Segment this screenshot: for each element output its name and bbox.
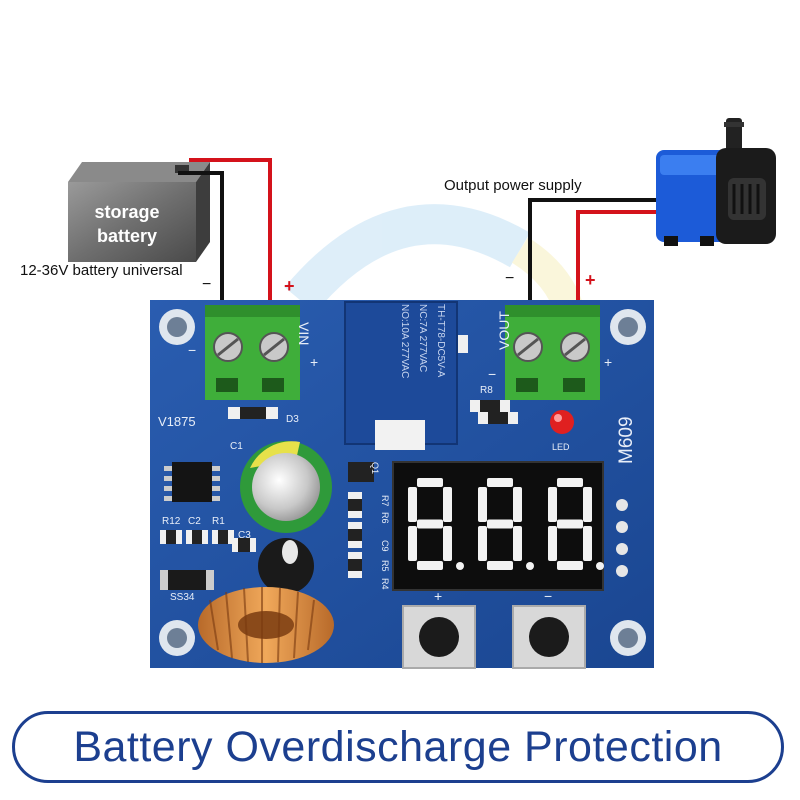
digit-2-segment-d: [557, 561, 583, 570]
smd-components: [160, 400, 518, 578]
digit-2-segment-a: [557, 478, 583, 487]
digit-2-decimal-point: [596, 562, 604, 570]
digit-1-segment-e: [478, 526, 487, 561]
banner-title: Battery Overdischarge Protection: [73, 722, 723, 771]
toroid-coil: [198, 587, 334, 663]
silk-c9: C9: [380, 540, 390, 552]
digit-1-segment-c: [513, 526, 522, 561]
output-caption: Output power supply: [444, 177, 582, 194]
silk-r4: R4: [380, 578, 390, 590]
output-wires: [528, 198, 656, 300]
digit-1-segment-b: [513, 487, 522, 522]
output-minus-sign: −: [505, 270, 515, 287]
board-left-plus: +: [310, 354, 319, 370]
digit-1-decimal-point: [526, 562, 534, 570]
silk-r12: R12: [162, 516, 181, 527]
silk-c1: C1: [230, 441, 243, 452]
battery-label: storage battery: [68, 200, 186, 248]
title-banner: Battery Overdischarge Protection: [12, 711, 784, 783]
led: [550, 410, 574, 434]
minus-push-button[interactable]: [512, 605, 586, 669]
digit-0-decimal-point: [456, 562, 464, 570]
input-terminal-block: [205, 305, 300, 400]
digit-0-segment-c: [443, 526, 452, 561]
output-plus-sign: +: [585, 270, 596, 290]
battery-plus-sign: +: [284, 276, 295, 296]
display-segments: [408, 478, 604, 570]
seven-segment-display: [392, 461, 604, 591]
digit-0-segment-e: [408, 526, 417, 561]
model-label: V1875: [158, 414, 196, 429]
digit-1-segment-d: [487, 561, 513, 570]
vin-label: VIN: [296, 322, 312, 346]
silk-c2: C2: [188, 516, 201, 527]
digit-2-segment-f: [548, 487, 557, 522]
button-plus-label: +: [434, 588, 443, 604]
digit-2-segment-e: [548, 526, 557, 561]
button-minus-label: −: [544, 588, 553, 604]
storage-battery: [68, 162, 210, 262]
output-terminal-block: [505, 305, 600, 400]
digit-0-segment-b: [443, 487, 452, 522]
silk-r6: R6: [380, 512, 390, 524]
header-pins: [616, 499, 628, 577]
plus-push-button[interactable]: [402, 605, 476, 669]
digit-0-segment-g: [417, 519, 443, 529]
digit-0-segment-a: [417, 478, 443, 487]
silk-r1: R1: [212, 516, 225, 527]
silk-r8: R8: [480, 385, 493, 396]
silk-led: LED: [552, 442, 570, 452]
silk-r7: R7: [380, 495, 390, 507]
pcb-board: [150, 300, 654, 669]
relay-text-line-1: NO:10A 277VAC: [399, 304, 410, 379]
digit-1-segment-f: [478, 487, 487, 522]
battery-caption: 12-36V battery universal: [20, 262, 183, 279]
digit-0-segment-f: [408, 487, 417, 522]
relay-text-line-2: NC:7A 277VAC: [417, 304, 428, 373]
battery-wires: [178, 158, 272, 300]
vout-label: VOUT: [496, 311, 512, 350]
board-right-plus: +: [604, 354, 613, 370]
mounting-hole: [159, 309, 646, 656]
board-left-minus: −: [188, 342, 197, 358]
silk-ss34: SS34: [170, 592, 195, 603]
battery-label-line1: storage: [94, 202, 160, 222]
board-id: M609: [616, 416, 637, 464]
water-pump: [656, 118, 776, 246]
digit-2-segment-b: [583, 487, 592, 522]
digit-0-segment-d: [417, 561, 443, 570]
relay: [344, 301, 468, 450]
ss34-diode: [160, 570, 214, 590]
digit-2-segment-c: [583, 526, 592, 561]
capacitor: [240, 441, 332, 533]
silk-c3: C3: [238, 530, 251, 541]
relay-text-line-3: TH-T78-DC5V-A: [435, 304, 446, 378]
board-right-minus: −: [488, 366, 497, 382]
ic-chip: [164, 462, 220, 502]
digit-1-segment-a: [487, 478, 513, 487]
battery-minus-sign: −: [202, 276, 212, 293]
battery-label-line2: battery: [96, 226, 158, 246]
silk-q1: Q1: [370, 462, 380, 475]
silk-r5: R5: [380, 560, 390, 572]
digit-2-segment-g: [557, 519, 583, 529]
silk-d3: D3: [286, 414, 299, 425]
transistor: [258, 538, 314, 594]
digit-1-segment-g: [487, 519, 513, 529]
